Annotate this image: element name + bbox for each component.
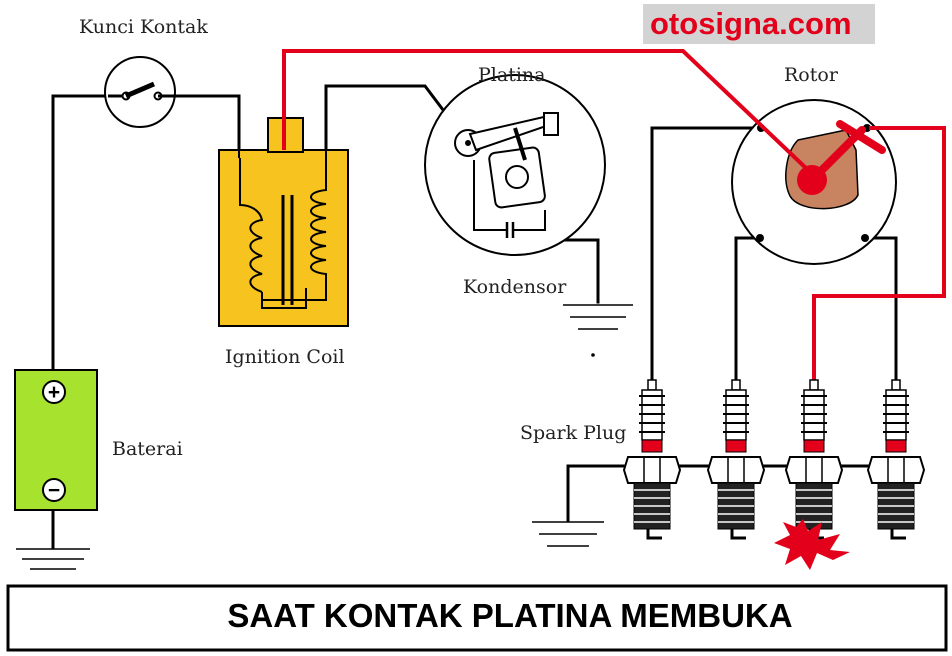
condenser-ground-icon xyxy=(563,304,633,357)
spark-plug-icon xyxy=(622,379,682,540)
brand-background xyxy=(643,4,875,44)
primary-winding xyxy=(239,158,264,293)
battery-positive-sign: + xyxy=(48,381,60,404)
ignition-switch-icon xyxy=(104,56,176,128)
distributor-icon xyxy=(731,99,897,265)
switch-to-coil-wire xyxy=(174,94,241,150)
plug-ground-icon xyxy=(532,521,604,547)
caption-box: SAAT KONTAK PLATINA MEMBUKA xyxy=(6,584,948,652)
battery-icon: + − xyxy=(14,369,98,511)
coil-to-rotor-hv-wire xyxy=(282,49,810,172)
battery-negative-sign: − xyxy=(48,479,60,502)
rotor-arm xyxy=(808,126,866,184)
brand-banner: otosigna.com xyxy=(643,4,875,44)
label-kondensor: Kondensor xyxy=(463,276,567,298)
caption-text: SAAT KONTAK PLATINA MEMBUKA xyxy=(227,597,792,634)
platina-contact xyxy=(543,112,559,136)
spark-plug-icon xyxy=(784,379,844,540)
battery-positive-terminal xyxy=(42,380,66,404)
battery-ground-icon xyxy=(16,548,90,570)
cap-to-plug2-wire xyxy=(734,236,762,389)
high-voltage-wiring xyxy=(282,49,946,387)
spark-burst-icon xyxy=(774,519,850,570)
label-spark-plug: Spark Plug xyxy=(520,422,626,444)
cap-to-plug4-wire xyxy=(863,236,898,389)
brand-text: otosigna.com xyxy=(650,6,852,41)
battery-negative-terminal xyxy=(42,478,66,502)
platina-icon xyxy=(424,74,606,256)
label-kunci-kontak: Kunci Kontak xyxy=(79,16,208,38)
spark-plugs xyxy=(622,379,926,540)
spark-plug-icon xyxy=(706,379,766,540)
label-ignition-coil: Ignition Coil xyxy=(225,346,345,368)
ignition-coil-icon xyxy=(218,117,349,327)
spark-plug-icon xyxy=(866,379,926,540)
label-platina: Platina xyxy=(478,64,545,86)
label-rotor: Rotor xyxy=(784,64,839,86)
rotor-to-plug3-hv-wire xyxy=(812,126,946,387)
battery-to-switch-wire xyxy=(51,94,110,372)
cap-to-plug1-wire xyxy=(650,126,763,389)
secondary-winding xyxy=(262,158,327,301)
label-baterai: Baterai xyxy=(112,438,183,460)
